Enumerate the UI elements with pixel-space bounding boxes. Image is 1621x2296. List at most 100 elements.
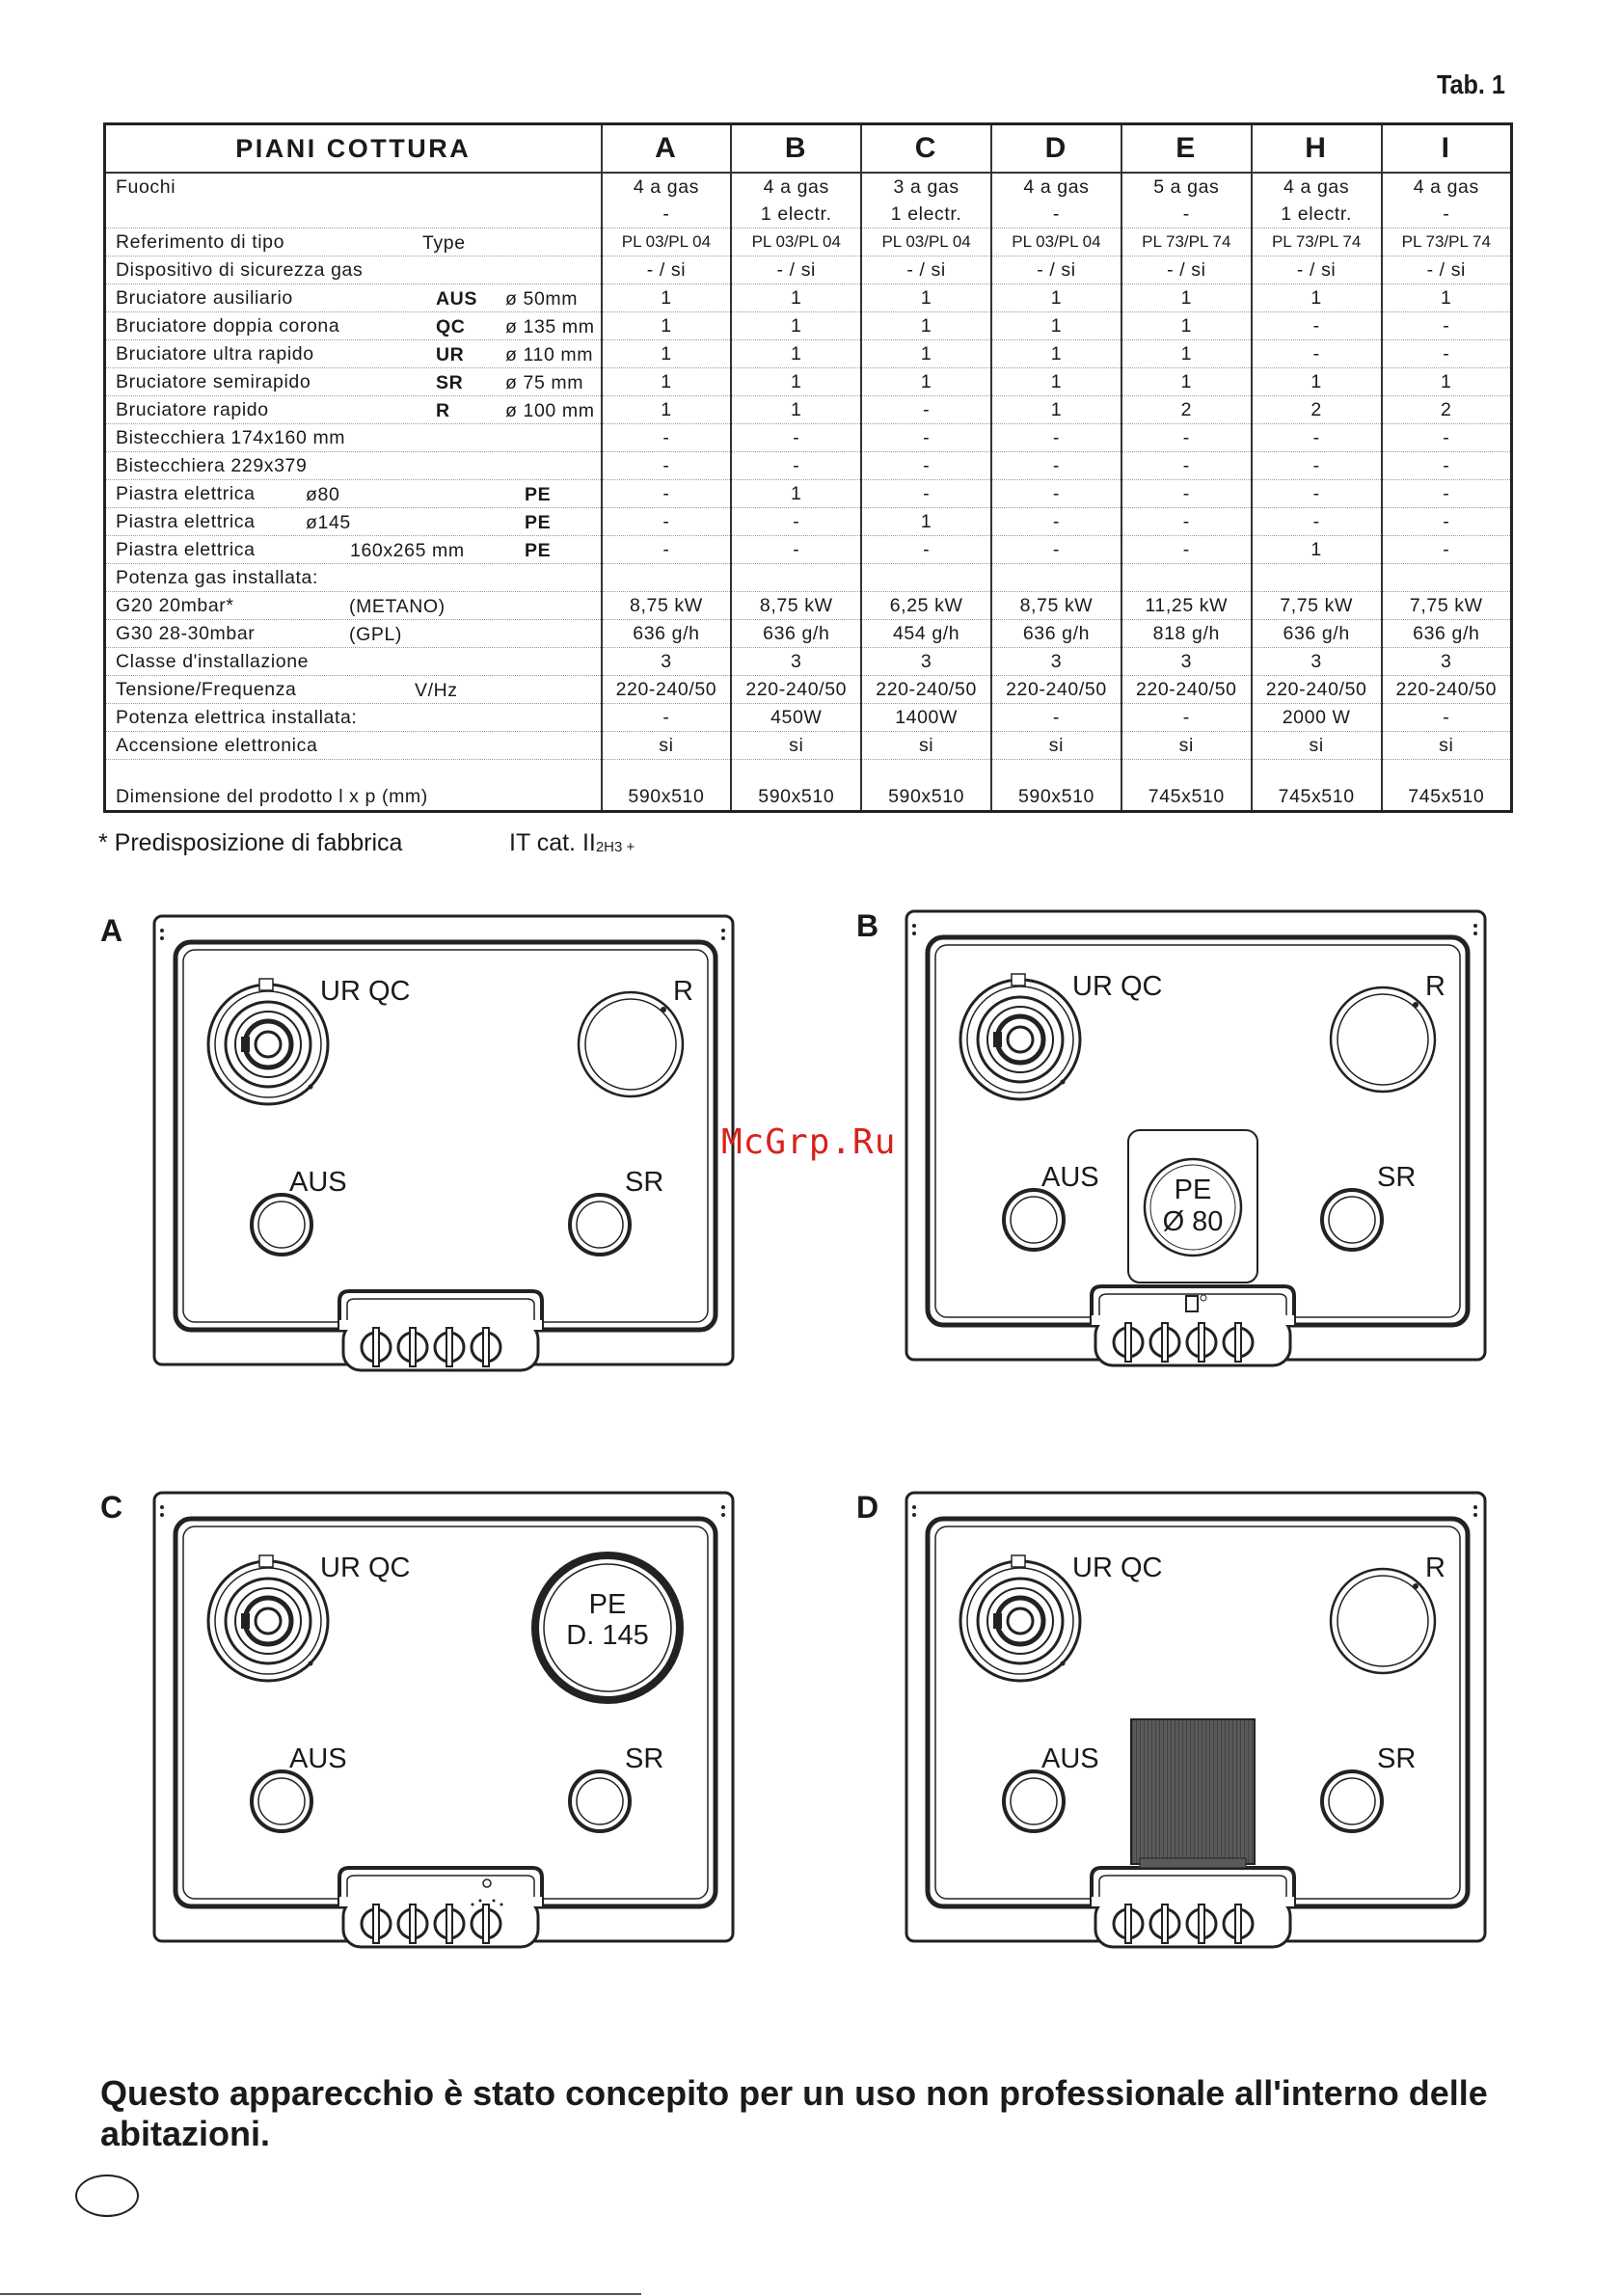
cell-line: 3 a gas: [893, 176, 959, 198]
control-knob: [396, 1327, 429, 1367]
table-cell: 450W: [730, 703, 862, 732]
table-cell: -: [730, 535, 862, 564]
burner-code: AUS: [436, 288, 477, 310]
row-label-text: Bruciatore doppia corona: [116, 315, 340, 337]
table-cell: [1120, 563, 1252, 592]
table-cell: 220-240/50: [860, 675, 992, 704]
auxiliary-burner: [1002, 1188, 1066, 1252]
table-cell: -: [1380, 423, 1512, 452]
table-cell: 1: [860, 367, 992, 396]
plate-size: ø80: [306, 484, 340, 505]
table-cell: -: [1120, 423, 1252, 452]
table-cell: PL 73/PL 74: [1380, 228, 1512, 257]
ur-qc-burner: [959, 973, 1082, 1101]
table-cell: -: [1120, 451, 1252, 480]
table-cell: 454 g/h: [860, 619, 992, 648]
table-cell: 7,75 kW: [1380, 591, 1512, 620]
table-cell: 8,75 kW: [600, 591, 732, 620]
table-cell: 1: [990, 367, 1121, 396]
table-cell: 220-240/50: [1380, 675, 1512, 704]
gas-type: (GPL): [349, 624, 403, 645]
row-label-text: Dispositivo di sicurezza gas: [116, 259, 364, 281]
table-cell: 3: [990, 647, 1121, 676]
table-cell: [990, 563, 1121, 592]
table-cell: -: [860, 479, 992, 508]
control-panel: [1090, 1866, 1296, 1949]
row-label: G30 28-30mbar(GPL): [103, 619, 602, 648]
table-cell: 1: [600, 339, 732, 368]
table-cell: - / si: [1380, 256, 1512, 284]
table-cell: 1: [730, 479, 862, 508]
table-cell: -: [1250, 479, 1382, 508]
table-cell: 1: [1120, 311, 1252, 340]
table-cell: 220-240/50: [1250, 675, 1382, 704]
table-title: PIANI COTTURA: [103, 123, 602, 174]
table-cell: 1: [990, 339, 1121, 368]
ur-qc-burner: [206, 978, 330, 1106]
table-cell: - / si: [860, 256, 992, 284]
table-cell: -: [730, 507, 862, 536]
table-cell: 818 g/h: [1120, 619, 1252, 648]
table-reference: Tab. 1: [1437, 69, 1505, 99]
table-cell: 1: [730, 395, 862, 424]
control-knob: [1222, 1904, 1255, 1944]
page-number-oval: [75, 2174, 139, 2217]
row-label-text: Bruciatore ultra rapido: [116, 343, 314, 365]
row-label: G20 20mbar*(METANO): [103, 591, 602, 620]
table-cell: -: [600, 507, 732, 536]
row-label-text: Classe d'installazione: [116, 651, 310, 672]
cell-line: -: [1182, 203, 1190, 225]
table-cell: -: [1380, 451, 1512, 480]
table-cell: si: [1380, 731, 1512, 760]
plate-size: 160x265 mm: [350, 540, 465, 561]
table-row: Dimensione del prodotto l x p (mm)590x51…: [103, 759, 1512, 812]
aus-label: AUS: [1041, 1743, 1099, 1774]
ur-qc-burner: [959, 1554, 1082, 1683]
table-cell: 2000 W: [1250, 703, 1382, 732]
table-cell: - / si: [600, 256, 732, 284]
aus-label: AUS: [1041, 1162, 1099, 1193]
control-knob: [1222, 1322, 1255, 1363]
table-cell: 590x510: [990, 759, 1121, 812]
column-header: I: [1380, 123, 1512, 174]
table-cell: -: [600, 479, 732, 508]
table-cell: -: [1380, 479, 1512, 508]
table-cell: -: [1380, 311, 1512, 340]
row-label: Bistecchiera 229x379: [103, 451, 602, 480]
row-label-text: Bistecchiera 229x379: [116, 455, 308, 476]
table-cell: 220-240/50: [990, 675, 1121, 704]
rapid-burner: [1329, 986, 1437, 1094]
cell-line: -: [1052, 203, 1060, 225]
table-cell: 4 a gas-: [600, 173, 732, 229]
electric-plate-145: PED. 145: [531, 1552, 684, 1704]
table-cell: -: [600, 451, 732, 480]
table-cell: PL 03/PL 04: [730, 228, 862, 257]
table-cell: [1250, 563, 1382, 592]
burner-diameter: ø 135 mm: [505, 316, 595, 338]
table-cell: 3: [1250, 647, 1382, 676]
table-cell: 3: [860, 647, 992, 676]
table-cell: 1: [860, 311, 992, 340]
table-cell: [860, 563, 992, 592]
table-cell: 1: [860, 507, 992, 536]
table-cell: si: [730, 731, 862, 760]
plate-code: PE: [525, 512, 552, 533]
pe-diameter-label: D. 145: [566, 1620, 648, 1651]
table-cell: 1: [1250, 284, 1382, 312]
cell-line: 4 a gas: [1283, 176, 1350, 198]
table-cell: PL 03/PL 04: [600, 228, 732, 257]
table-cell: 1: [600, 367, 732, 396]
pe-label: PE: [589, 1589, 627, 1620]
